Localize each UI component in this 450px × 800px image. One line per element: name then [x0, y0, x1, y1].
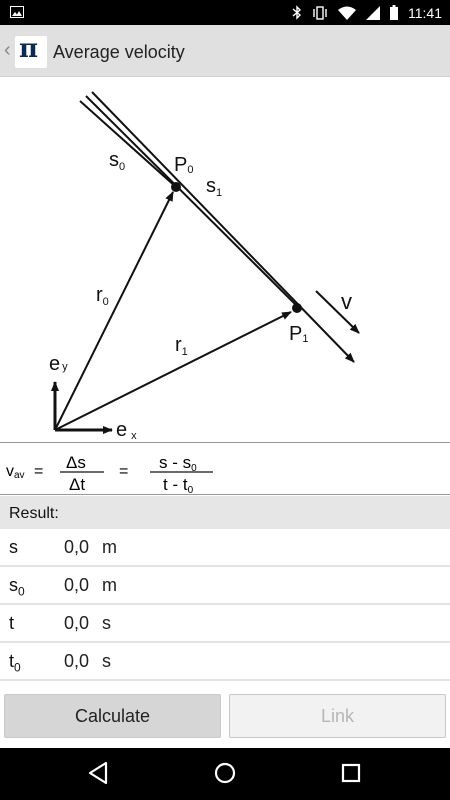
up-chevron-icon[interactable]: ‹ [4, 39, 11, 61]
svg-text:=: = [34, 463, 43, 480]
label-p1: P1 [289, 323, 308, 345]
calculate-button[interactable]: Calculate [4, 694, 221, 738]
label-s0: s0 [109, 149, 125, 173]
wifi-icon [338, 6, 356, 20]
point-p0 [171, 182, 181, 192]
r1-vector [54, 311, 292, 431]
velocity-arrow [315, 290, 360, 334]
s0-line [79, 100, 177, 188]
navigation-bar [0, 748, 450, 800]
app-bar: ‹ π Average velocity [0, 25, 450, 77]
result-row-t[interactable]: t 0,0 s [0, 605, 450, 643]
signal-icon [366, 5, 380, 20]
row-value[interactable]: 0,0 [64, 575, 90, 595]
result-label: Result: [9, 505, 59, 522]
result-row-s0[interactable]: s0 0,0 m [0, 567, 450, 605]
label-v: v [341, 289, 352, 314]
svg-text:vav: vav [6, 463, 25, 481]
label-r1: r1 [175, 334, 188, 358]
row-unit: s [102, 651, 111, 671]
label-p0: P0 [174, 154, 193, 176]
r0-vector [54, 191, 174, 431]
row-symbol: s0 [9, 575, 25, 599]
trajectory-line [91, 91, 355, 363]
logo-text: π [19, 34, 39, 64]
bluetooth-icon [292, 5, 302, 20]
row-value[interactable]: 0,0 [64, 537, 90, 557]
row-value[interactable]: 0,0 [64, 613, 90, 633]
link-button[interactable]: Link [229, 694, 446, 738]
status-bar: 11:41 [0, 0, 450, 25]
page-title: Average velocity [53, 42, 185, 62]
button-bar: Calculate Link [0, 684, 450, 748]
row-symbol: s [9, 537, 18, 557]
image-icon [10, 6, 24, 18]
row-unit: m [102, 575, 117, 595]
label-s1: s1 [206, 175, 222, 199]
back-icon[interactable] [87, 761, 109, 785]
result-row-t0[interactable]: t0 0,0 s [0, 643, 450, 681]
battery-icon [390, 5, 398, 20]
row-symbol: t [9, 613, 15, 633]
row-unit: m [102, 537, 117, 557]
svg-text:=: = [119, 463, 128, 480]
recents-icon[interactable] [340, 761, 362, 785]
app-logo[interactable]: π [15, 34, 47, 68]
svg-text:t - t0: t - t0 [163, 475, 194, 496]
home-icon[interactable] [213, 761, 237, 785]
row-value[interactable]: 0,0 [64, 651, 90, 671]
s1-line [85, 95, 299, 308]
svg-text:s - s0: s - s0 [159, 453, 197, 474]
point-p1 [292, 303, 302, 313]
formula-bar: vav = Δs Δt = s - s0 t - t0 [0, 442, 450, 496]
vibrate-icon [313, 5, 327, 20]
row-unit: s [102, 613, 111, 633]
svg-text:Δt: Δt [69, 475, 85, 494]
result-row-s[interactable]: s 0,0 m [0, 529, 450, 567]
status-time: 11:41 [408, 4, 442, 21]
row-symbol: t0 [9, 651, 21, 675]
formula-graphic: vav = Δs Δt = s - s0 t - t0 [6, 453, 213, 496]
svg-text:Δs: Δs [66, 453, 86, 472]
result-header: Result: [0, 496, 450, 529]
label-r0: r0 [96, 284, 109, 308]
